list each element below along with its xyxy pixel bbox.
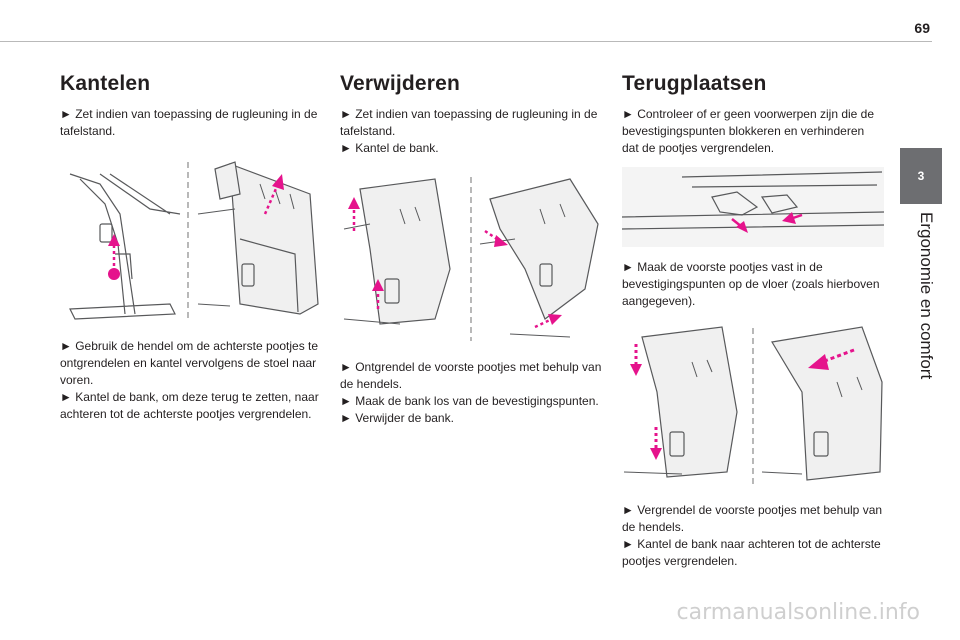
instruction-step: ► Vergrendel de voorste pootjes met behu… — [622, 503, 883, 534]
instruction-step: ► Ontgrendel de voorste pootjes met behu… — [340, 360, 602, 391]
instruction-step: ► Kantel de bank. — [340, 141, 439, 155]
section-intro: ► Zet indien van toepassing de rugleunin… — [60, 106, 322, 140]
instruction-step: ► Controleer of er geen voorwerpen zijn … — [622, 107, 875, 155]
section-intro: ► Zet indien van toepassing de rugleunin… — [340, 106, 602, 157]
section-terugplaatsen: Terugplaatsen ► Controleer of er geen vo… — [622, 72, 884, 570]
instruction-step: ► Kantel de bank naar achteren tot de ac… — [622, 537, 881, 568]
instruction-step: ► Maak de bank los van de bevestigingspu… — [340, 394, 599, 408]
page-number: 69 — [914, 20, 930, 36]
section-after: ► Gebruik de hendel om de achterste poot… — [60, 338, 322, 423]
header-rule — [0, 41, 932, 42]
section-title: Terugplaatsen — [622, 72, 767, 95]
instruction-step: ► Kantel de bank, om deze terug te zette… — [60, 390, 319, 421]
section-after: ► Vergrendel de voorste pootjes met behu… — [622, 502, 884, 570]
watermark: carmanualsonline.info — [676, 600, 920, 625]
instruction-step: ► Gebruik de hendel om de achterste poot… — [60, 339, 319, 387]
section-title: Kantelen — [60, 72, 151, 95]
chapter-tab[interactable]: 3 — [900, 148, 942, 204]
section-after: ► Ontgrendel de voorste pootjes met behu… — [340, 359, 602, 427]
instruction-step: ► Maak de voorste pootjes vast in de bev… — [622, 260, 880, 308]
illustration-reinstall-seat — [622, 322, 884, 490]
section-middle: ► Maak de voorste pootjes vast in de bev… — [622, 259, 884, 310]
chapter-title: Ergonomie en comfort — [917, 212, 936, 380]
illustration-anchor-points — [622, 167, 884, 247]
instruction-step: ► Zet indien van toepassing de rugleunin… — [60, 107, 318, 138]
section-intro: ► Controleer of er geen voorwerpen zijn … — [622, 106, 884, 157]
section-kantelen: Kantelen ► Zet indien van toepassing de … — [60, 72, 322, 423]
instruction-step: ► Verwijder de bank. — [340, 411, 454, 425]
illustration-remove-seat — [340, 169, 602, 345]
section-verwijderen: Verwijderen ► Zet indien van toepassing … — [340, 72, 602, 427]
section-title: Verwijderen — [340, 72, 461, 95]
instruction-step: ► Zet indien van toepassing de rugleunin… — [340, 107, 598, 138]
illustration-tilt-seat — [60, 154, 322, 324]
